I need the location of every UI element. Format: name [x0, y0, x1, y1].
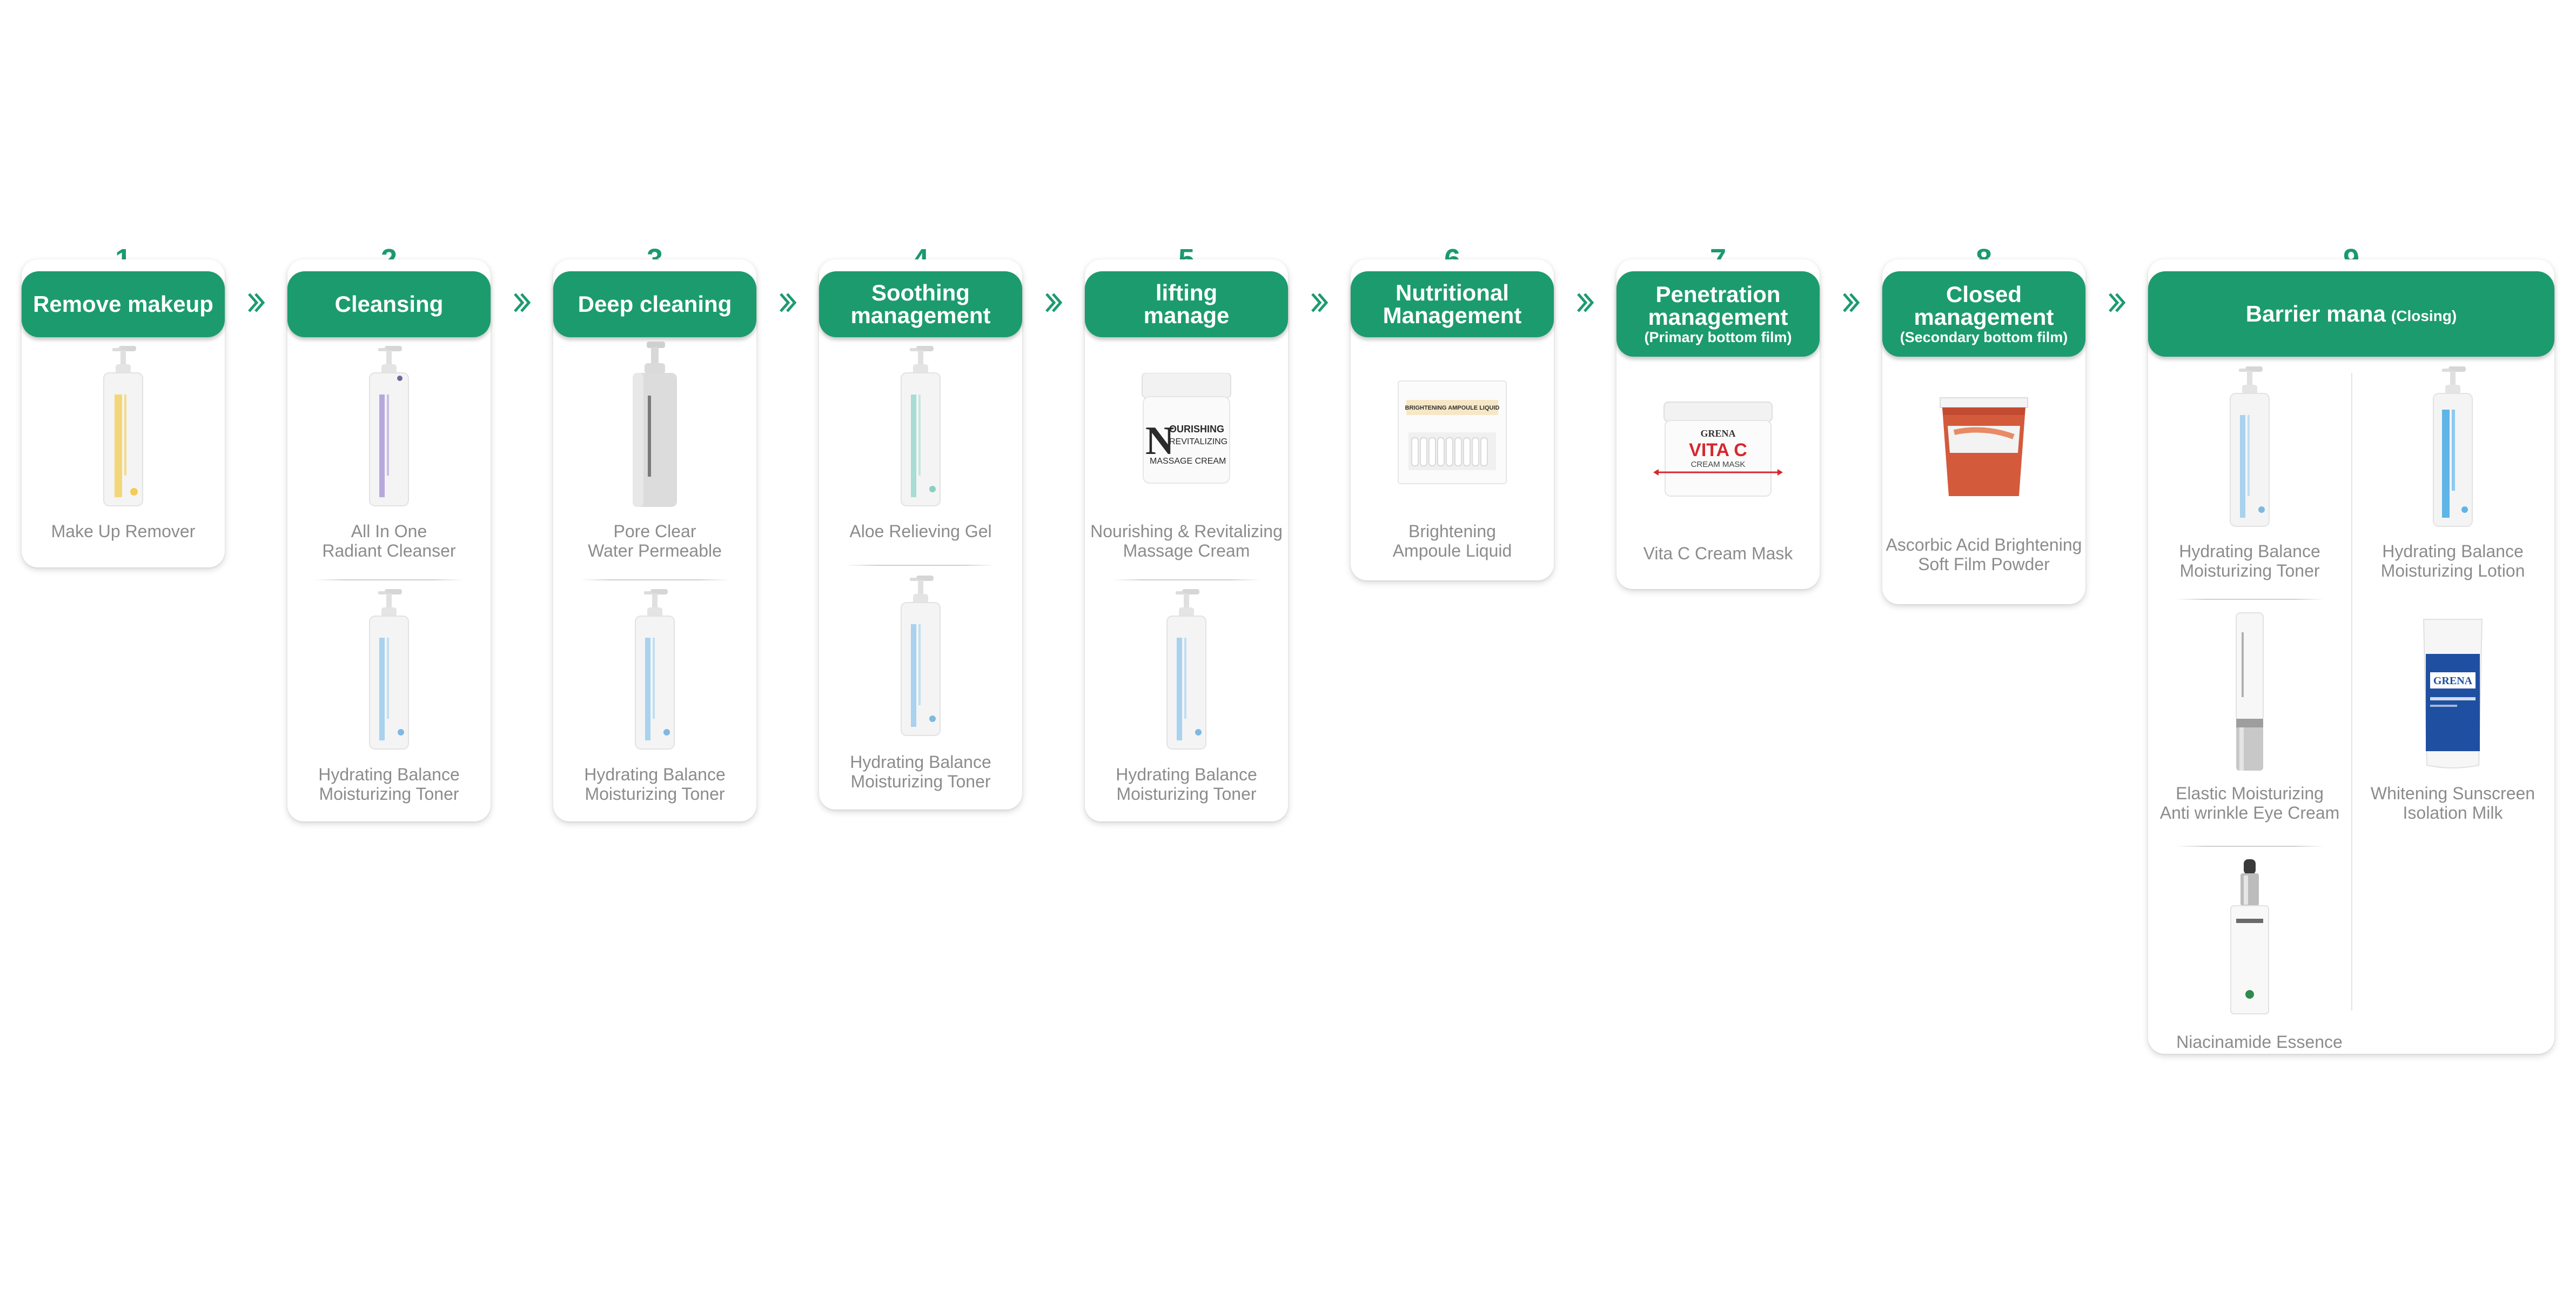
product-image [819, 346, 1022, 508]
product-label: Aloe Relieving Gel [849, 522, 992, 541]
step-5: 5 lifting manage N OURISHING REVITALIZIN… [1085, 243, 1288, 827]
product-label: Niacinamide Essence [2176, 1032, 2343, 1052]
product-label: Hydrating Balance Moisturizing Toner [1116, 765, 1257, 804]
step-1: 1 Remove makeup Make Up Remover [22, 243, 225, 567]
svg-text:GRENA: GRENA [2433, 675, 2473, 687]
chevron-right-icon [512, 290, 533, 316]
step-header: Soothing management [819, 271, 1022, 337]
svg-text:GRENA: GRENA [1700, 428, 1735, 439]
step-header: Closed management (Secondary bottom film… [1882, 271, 2085, 357]
product-image [553, 342, 756, 509]
svg-text:VITA C: VITA C [1689, 440, 1747, 460]
product-label: Hydrating Balance Moisturizing Toner [584, 765, 726, 804]
product-label: Hydrating Balance Moisturizing Toner [850, 752, 991, 791]
divider [846, 565, 995, 566]
product-image: GRENA VITA C CREAM MASK [1616, 400, 1820, 503]
divider [2175, 599, 2324, 600]
product-image [287, 589, 491, 751]
product-label: Hydrating Balance Moisturizing Lotion [2380, 541, 2525, 580]
step-header: Nutritional Management [1351, 271, 1554, 337]
step-header: lifting manage [1085, 271, 1288, 337]
product-image [2351, 366, 2554, 529]
step-4: 4 Soothing management Aloe Relieving Gel… [819, 243, 1022, 816]
product-label: Pore Clear Water Permeable [588, 522, 722, 560]
product-label: Nourishing & Revitalizing Massage Cream [1090, 522, 1283, 560]
product-image [819, 576, 1022, 738]
product-image [22, 346, 225, 508]
step-6: 6 Nutritional Management BRIGHTENING AMP… [1351, 243, 1554, 589]
step-2: 2 Cleansing All In One Radiant Cleanser … [287, 243, 491, 827]
product-image [553, 589, 756, 751]
chevron-right-icon [2107, 290, 2128, 316]
product-label: Ascorbic Acid Brightening Soft Film Powd… [1886, 535, 2082, 574]
product-label: Vita C Cream Mask [1643, 544, 1793, 563]
product-image [1085, 589, 1288, 751]
product-image [287, 346, 491, 508]
step-header: Deep cleaning [553, 271, 756, 337]
product-label: Brightening Ampoule Liquid [1392, 522, 1512, 560]
chevron-right-icon [246, 290, 267, 316]
svg-text:BRIGHTENING AMPOULE LIQUID: BRIGHTENING AMPOULE LIQUID [1405, 405, 1500, 411]
step-header: Cleansing [287, 271, 491, 337]
divider [314, 579, 464, 580]
svg-text:CREAM MASK: CREAM MASK [1691, 460, 1746, 469]
chevron-right-icon [1309, 290, 1331, 316]
product-label: Make Up Remover [51, 522, 196, 541]
step-7: 7 Penetration management (Primary bottom… [1616, 243, 1820, 594]
svg-text:REVITALIZING: REVITALIZING [1169, 437, 1227, 446]
product-label: Hydrating Balance Moisturizing Toner [2179, 541, 2320, 580]
product-label: All In One Radiant Cleanser [322, 522, 456, 560]
svg-text:OURISHING: OURISHING [1169, 424, 1224, 434]
svg-text:N: N [1145, 419, 1174, 463]
product-image: GRENA [2351, 616, 2554, 773]
product-label: Hydrating Balance Moisturizing Toner [318, 765, 460, 804]
svg-text:MASSAGE CREAM: MASSAGE CREAM [1150, 457, 1226, 466]
divider [2175, 846, 2324, 847]
product-image [2148, 611, 2351, 773]
product-image [2148, 366, 2351, 529]
step-header: Remove makeup [22, 271, 225, 337]
step-header: Penetration management (Primary bottom f… [1616, 271, 1820, 357]
divider [580, 579, 729, 580]
column-divider [2351, 373, 2352, 1011]
chevron-right-icon [1043, 290, 1065, 316]
product-image [2148, 859, 2351, 1016]
product-label: Elastic Moisturizing Anti wrinkle Eye Cr… [2159, 784, 2340, 823]
product-label: Whitening Sunscreen Isolation Milk [2370, 784, 2535, 823]
product-image [1882, 393, 2085, 502]
step-8: 8 Closed management (Secondary bottom fi… [1882, 243, 2085, 611]
step-9: 9 Barrier mana (Closing) Hydrating Balan… [2148, 243, 2554, 1059]
product-image: N OURISHING REVITALIZING MASSAGE CREAM [1085, 373, 1288, 486]
chevron-right-icon [1841, 290, 1862, 316]
step-header: Barrier mana (Closing) [2148, 271, 2554, 357]
divider [1112, 579, 1261, 580]
chevron-right-icon [1575, 290, 1596, 316]
product-image: BRIGHTENING AMPOULE LIQUID [1351, 378, 1554, 486]
chevron-right-icon [777, 290, 799, 316]
step-3: 3 Deep cleaning Pore Clear Water Permeab… [553, 243, 756, 827]
